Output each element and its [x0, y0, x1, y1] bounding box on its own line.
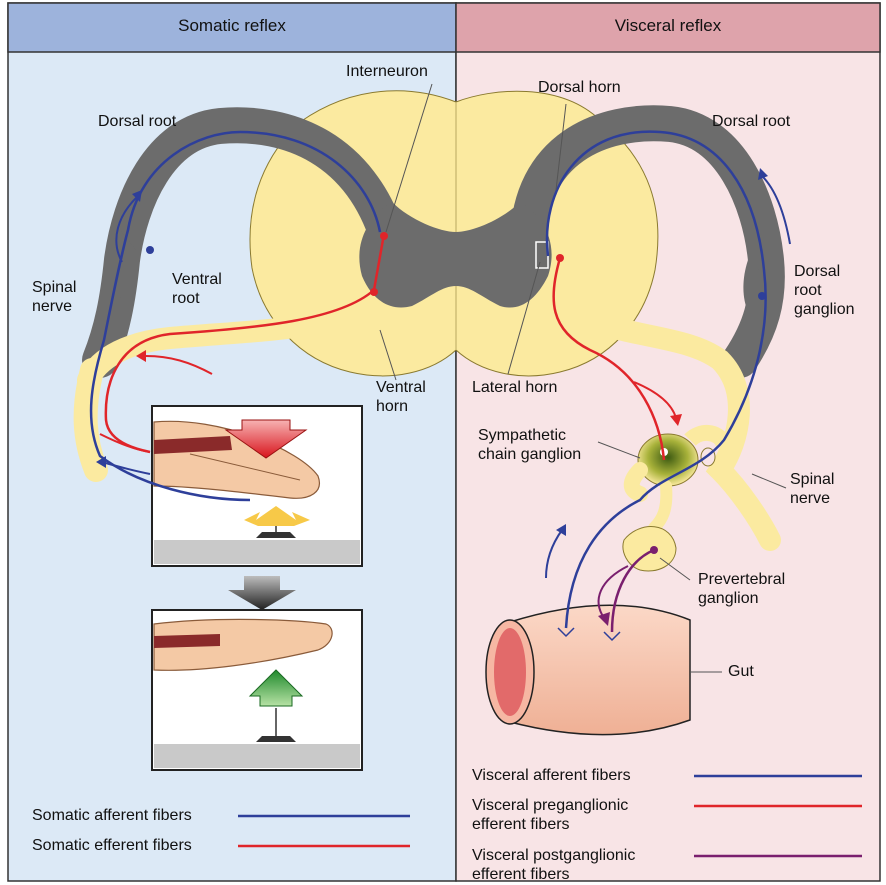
legend-visceral-postganglionic: Visceral postganglionic efferent fibers — [472, 846, 635, 884]
legend-somatic-afferent: Somatic afferent fibers — [32, 806, 192, 825]
chain-connector — [632, 470, 640, 494]
label-dorsal-horn: Dorsal horn — [538, 78, 621, 97]
somatic-reflex-header: Somatic reflex — [8, 0, 456, 52]
visceral-afferent-cell-body — [758, 292, 766, 300]
visceral-reflex-header: Visceral reflex — [456, 0, 880, 52]
label-sympathetic-chain-ganglion: Sympathetic chain ganglion — [478, 426, 581, 464]
finger-box-bottom — [152, 610, 362, 770]
somatic-afferent-cell-body — [146, 246, 154, 254]
label-ventral-horn: Ventral horn — [376, 378, 426, 416]
label-interneuron: Interneuron — [346, 62, 428, 81]
label-prevertebral-ganglion: Prevertebral ganglion — [698, 570, 785, 608]
gut-lumen — [494, 628, 526, 716]
postganglionic-cell-body — [650, 546, 658, 554]
finger-box-top — [152, 406, 362, 566]
label-spinal-nerve-right: Spinal nerve — [790, 470, 834, 508]
legend-visceral-preganglionic: Visceral preganglionic efferent fibers — [472, 796, 628, 834]
label-gut: Gut — [728, 662, 754, 681]
label-dorsal-root-left: Dorsal root — [98, 112, 176, 131]
label-lateral-horn: Lateral horn — [472, 378, 557, 397]
label-dorsal-root-ganglion: Dorsal root ganglion — [794, 262, 855, 319]
interneuron-cell-body — [380, 232, 388, 240]
legend-somatic-efferent: Somatic efferent fibers — [32, 836, 192, 855]
motor-neuron-cell-body — [370, 288, 378, 296]
gut — [510, 605, 690, 734]
label-dorsal-root-right: Dorsal root — [712, 112, 790, 131]
label-spinal-nerve-left: Spinal nerve — [32, 278, 76, 316]
lateral-horn-cell-body — [556, 254, 564, 262]
label-ventral-root: Ventral root — [172, 270, 222, 308]
legend-visceral-afferent: Visceral afferent fibers — [472, 766, 631, 785]
